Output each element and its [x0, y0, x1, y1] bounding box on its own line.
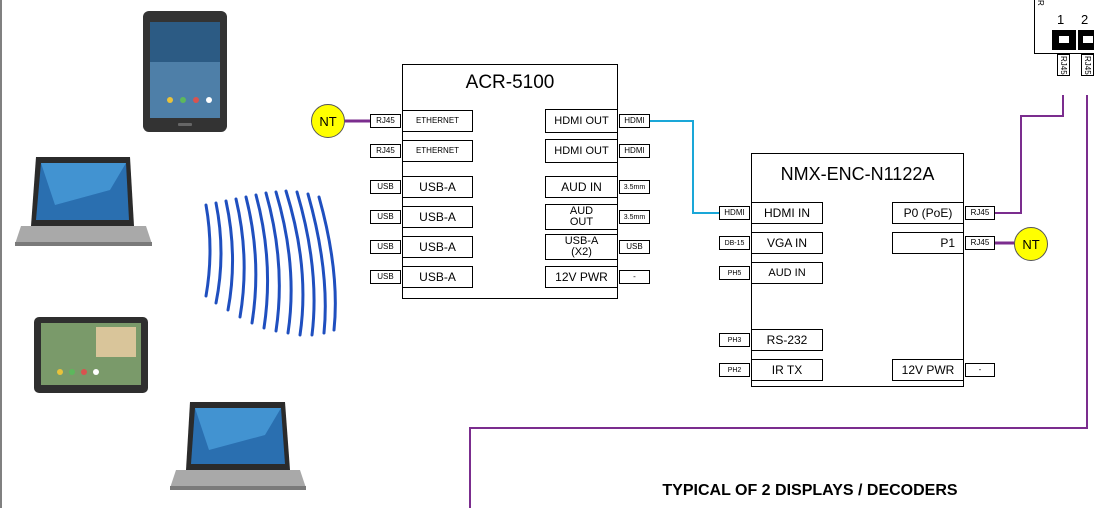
- hdmi-cable: [650, 120, 719, 214]
- enc-conn-rj45-p1: RJ45: [965, 236, 995, 250]
- acr-conn-3.5mm-1: 3.5mm: [619, 180, 650, 194]
- acr-port-aud-out: AUD OUT: [545, 204, 618, 230]
- acr-port-hdmi-out-2: HDMI OUT: [545, 139, 618, 163]
- switch-port-2-number: 2: [1081, 12, 1089, 27]
- poe-cable: [995, 95, 1064, 214]
- decoder-cable: [469, 95, 1088, 508]
- acr-conn-usb-1: USB: [370, 180, 401, 194]
- acr-conn-pwr: -: [619, 270, 650, 284]
- switch-conn-rj45-1: RJ45: [1057, 54, 1070, 76]
- footer-caption: TYPICAL OF 2 DISPLAYS / DECODERS: [662, 482, 958, 499]
- enc-port-p0-poe: P0 (PoE): [892, 202, 964, 224]
- acr-conn-usb-right: USB: [619, 240, 650, 254]
- enc-conn-pwr: -: [965, 363, 995, 377]
- acr-port-usb-2: USB-A: [402, 206, 473, 228]
- switch-port-2-icon: [1078, 30, 1094, 50]
- acr-port-ethernet-2: ETHERNET: [402, 140, 473, 162]
- nt-right-badge: NT: [1014, 227, 1048, 261]
- acr-conn-usb-2: USB: [370, 210, 401, 224]
- acr-title: ACR-5100: [465, 72, 555, 93]
- enc-port-ir-tx: IR TX: [751, 359, 823, 381]
- enc-port-p1: P1: [892, 232, 964, 254]
- acr-port-12v-pwr: 12V PWR: [545, 266, 618, 288]
- laptop-icon-2: [170, 402, 306, 490]
- enc-conn-hdmi: HDMI: [719, 206, 750, 220]
- acr-conn-3.5mm-2: 3.5mm: [619, 210, 650, 224]
- enc-conn-ph2: PH2: [719, 363, 750, 377]
- laptop-icon: [15, 157, 152, 246]
- acr-conn-hdmi-1: HDMI: [619, 114, 650, 128]
- enc-conn-ph3: PH3: [719, 333, 750, 347]
- acr-port-aud-in: AUD IN: [545, 176, 618, 198]
- tablet-landscape-icon: [34, 317, 148, 393]
- acr-conn-usb-3: USB: [370, 240, 401, 254]
- switch-port-1-number: 1: [1057, 12, 1065, 27]
- switch-corner-label: R: [1036, 0, 1045, 6]
- nt-left-badge: NT: [311, 104, 345, 138]
- acr-conn-rj45-2: RJ45: [370, 144, 401, 158]
- acr-port-hdmi-out-1: HDMI OUT: [545, 109, 618, 133]
- enc-port-hdmi-in: HDMI IN: [751, 202, 823, 224]
- wifi-signal-icon: [204, 189, 337, 337]
- acr-port-ethernet-1: ETHERNET: [402, 110, 473, 132]
- enc-port-rs232: RS-232: [751, 329, 823, 351]
- enc-conn-ph5: PH5: [719, 266, 750, 280]
- acr-port-usb-3: USB-A: [402, 236, 473, 258]
- acr-port-usb-1: USB-A: [402, 176, 473, 198]
- switch-conn-rj45-2: RJ45: [1081, 54, 1094, 76]
- enc-port-aud-in: AUD IN: [751, 262, 823, 284]
- enc-conn-db15: DB-15: [719, 236, 750, 250]
- acr-port-usb-a-x2: USB-A (X2): [545, 234, 618, 260]
- acr-conn-rj45-1: RJ45: [370, 114, 401, 128]
- acr-port-usb-4: USB-A: [402, 266, 473, 288]
- tablet-portrait-icon: [143, 11, 227, 132]
- switch-port-1-icon: [1052, 30, 1076, 50]
- enc-port-vga-in: VGA IN: [751, 232, 823, 254]
- encoder-title: NMX-ENC-N1122A: [780, 164, 935, 184]
- enc-conn-rj45-p0: RJ45: [965, 206, 995, 220]
- enc-port-12v-pwr: 12V PWR: [892, 359, 964, 381]
- acr-conn-hdmi-2: HDMI: [619, 144, 650, 158]
- acr-conn-usb-4: USB: [370, 270, 401, 284]
